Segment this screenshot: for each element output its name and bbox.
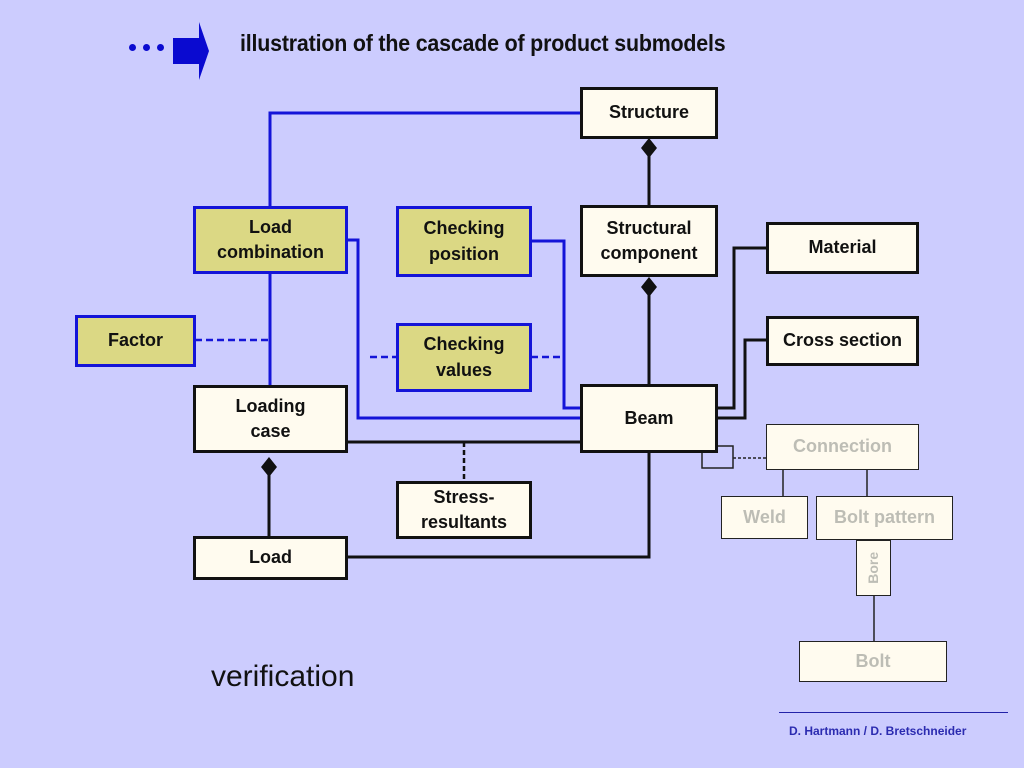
link-beam-material — [716, 246, 767, 410]
node-weld[interactable]: Weld — [721, 496, 808, 539]
node-label: Checking values — [423, 334, 505, 380]
node-structural-component[interactable]: Structural component — [580, 205, 718, 277]
node-label: Loading case — [235, 395, 306, 441]
dot — [157, 44, 164, 51]
node-label: Cross section — [782, 330, 903, 351]
node-label: Connection — [793, 436, 892, 457]
node-material[interactable]: Material — [766, 222, 919, 274]
footer-divider — [779, 712, 1008, 713]
link-checking-position-beam — [531, 239, 582, 410]
arrow-right-icon — [173, 22, 209, 80]
section-label: verification — [211, 660, 355, 693]
node-label: Load — [249, 547, 292, 568]
node-connection[interactable]: Connection — [766, 424, 919, 470]
node-label: Material — [808, 237, 877, 258]
link-structure-load-combination — [268, 111, 580, 207]
dot — [143, 44, 150, 51]
footer-authors: D. Hartmann / D. Bretschneider — [789, 724, 967, 738]
node-label: Structure — [608, 102, 689, 123]
node-load-combination[interactable]: Load combination — [193, 206, 348, 274]
node-structure[interactable]: Structure — [580, 87, 718, 139]
node-stress-resultants[interactable]: Stress- resultants — [396, 481, 532, 539]
node-loading-case[interactable]: Loading case — [193, 385, 348, 453]
dot — [129, 44, 136, 51]
node-beam[interactable]: Beam — [580, 384, 718, 453]
node-bolt-pattern[interactable]: Bolt pattern — [816, 496, 953, 540]
node-label: Weld — [743, 506, 786, 527]
diamond-icon — [641, 138, 657, 158]
node-bore[interactable]: Bore — [856, 540, 891, 596]
link-beam-cross-section — [716, 338, 767, 420]
node-label: Stress- resultants — [420, 486, 508, 532]
node-label: Factor — [107, 330, 163, 351]
diamond-icon — [641, 277, 657, 297]
node-label: Bolt pattern — [834, 507, 935, 528]
node-load[interactable]: Load — [193, 536, 348, 580]
page-title: illustration of the cascade of product s… — [240, 30, 726, 56]
node-label: Beam — [624, 407, 674, 428]
link-beam-load — [346, 452, 651, 559]
link-load-combination-beam — [346, 238, 582, 420]
node-label: Structural component — [600, 217, 698, 263]
diamond-icon — [261, 457, 277, 477]
node-factor[interactable]: Factor — [75, 315, 196, 367]
node-label: Bore — [864, 552, 881, 584]
node-bolt[interactable]: Bolt — [799, 641, 947, 682]
node-label: Load combination — [217, 216, 324, 262]
node-label: Bolt — [855, 650, 891, 671]
node-checking-values[interactable]: Checking values — [396, 323, 532, 392]
node-cross-section[interactable]: Cross section — [766, 316, 919, 366]
node-checking-position[interactable]: Checking position — [396, 206, 532, 277]
node-label: Checking position — [423, 218, 505, 264]
ellipsis-icon — [129, 44, 164, 51]
